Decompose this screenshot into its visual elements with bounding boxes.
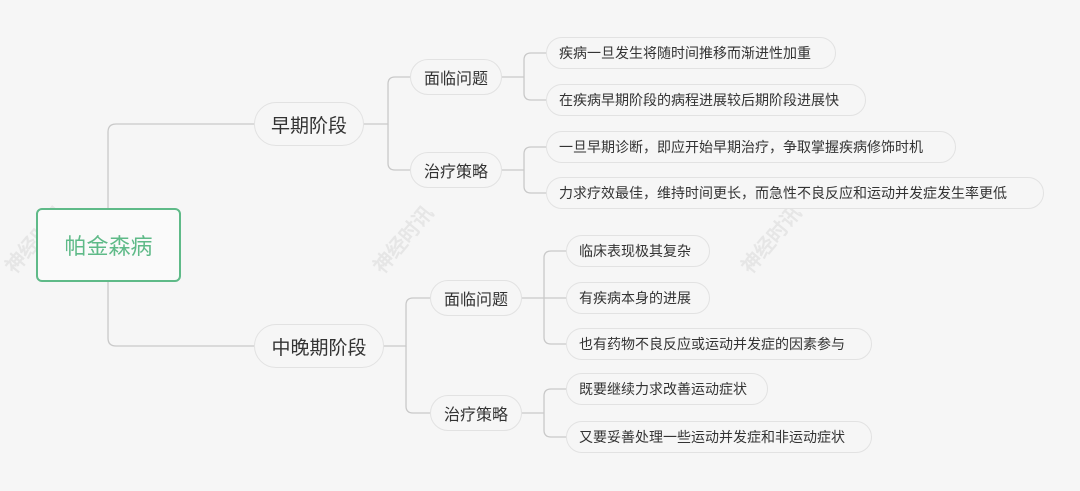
link-late-strategy-leaves xyxy=(522,388,566,438)
leaf-early-strategy-2[interactable]: 力求疗效最佳，维持时间更长，而急性不良反应和运动并发症发生率更低 xyxy=(546,177,1044,209)
link-late-strategy xyxy=(405,346,430,414)
leaf-early-problem-2[interactable]: 在疾病早期阶段的病程进展较后期阶段进展快 xyxy=(546,84,866,116)
link-early-problems xyxy=(364,76,410,125)
branch-early-stage[interactable]: 早期阶段 xyxy=(254,102,364,146)
link-early-strategy xyxy=(387,124,410,171)
leaf-late-strategy-1[interactable]: 既要继续力求改善运动症状 xyxy=(566,373,768,405)
leaf-late-problem-2[interactable]: 有疾病本身的进展 xyxy=(566,282,710,314)
leaf-late-problem-3[interactable]: 也有药物不良反应或运动并发症的因素参与 xyxy=(566,328,872,360)
leaf-late-strategy-2[interactable]: 又要妥善处理一些运动并发症和非运动症状 xyxy=(566,421,872,453)
late-problems-node[interactable]: 面临问题 xyxy=(430,280,522,316)
early-strategy-node[interactable]: 治疗策略 xyxy=(410,152,502,188)
leaf-late-problem-1[interactable]: 临床表现极其复杂 xyxy=(566,235,710,267)
late-strategy-node[interactable]: 治疗策略 xyxy=(430,395,522,431)
link-early-problems-leaves xyxy=(502,52,546,101)
branch-late-stage[interactable]: 中晚期阶段 xyxy=(254,324,384,368)
link-late-problems-leaves xyxy=(522,250,566,345)
root-node[interactable]: 帕金森病 xyxy=(36,208,181,282)
link-root-early xyxy=(107,123,254,208)
link-late-problems xyxy=(384,297,430,347)
leaf-early-problem-1[interactable]: 疾病一旦发生将随时间推移而渐进性加重 xyxy=(546,37,836,69)
early-problems-node[interactable]: 面临问题 xyxy=(410,59,502,95)
link-root-late xyxy=(107,282,254,347)
leaf-early-strategy-1[interactable]: 一旦早期诊断，即应开始早期治疗，争取掌握疾病修饰时机 xyxy=(546,131,956,163)
link-early-strategy-leaves xyxy=(502,146,546,194)
